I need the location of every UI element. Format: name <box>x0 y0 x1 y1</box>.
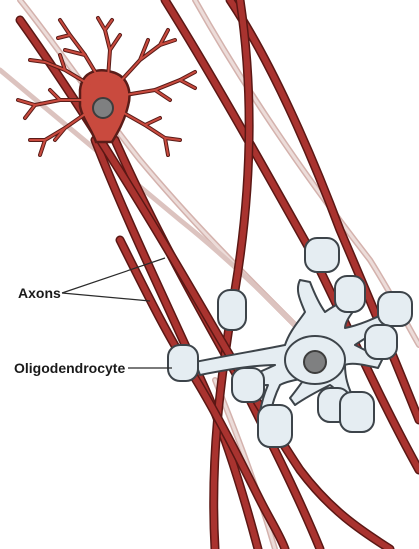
axons-pointer-line-2 <box>62 293 150 301</box>
myelin-sheath <box>168 345 198 381</box>
myelin-sheath <box>218 290 246 330</box>
myelin-sheath <box>305 238 339 272</box>
myelin-sheath <box>340 392 374 432</box>
myelin-sheath <box>335 276 365 312</box>
oligodendrocyte-label: Oligodendrocyte <box>14 360 125 376</box>
myelin-sheath <box>258 405 292 447</box>
myelin-sheath <box>232 368 264 402</box>
myelin-sheath <box>378 292 412 326</box>
neuron <box>18 18 195 155</box>
axons-label: Axons <box>18 285 61 301</box>
myelin-sheath <box>365 325 397 359</box>
neuron-nucleus <box>93 98 113 118</box>
oligodendrocyte-nucleus <box>304 351 326 373</box>
